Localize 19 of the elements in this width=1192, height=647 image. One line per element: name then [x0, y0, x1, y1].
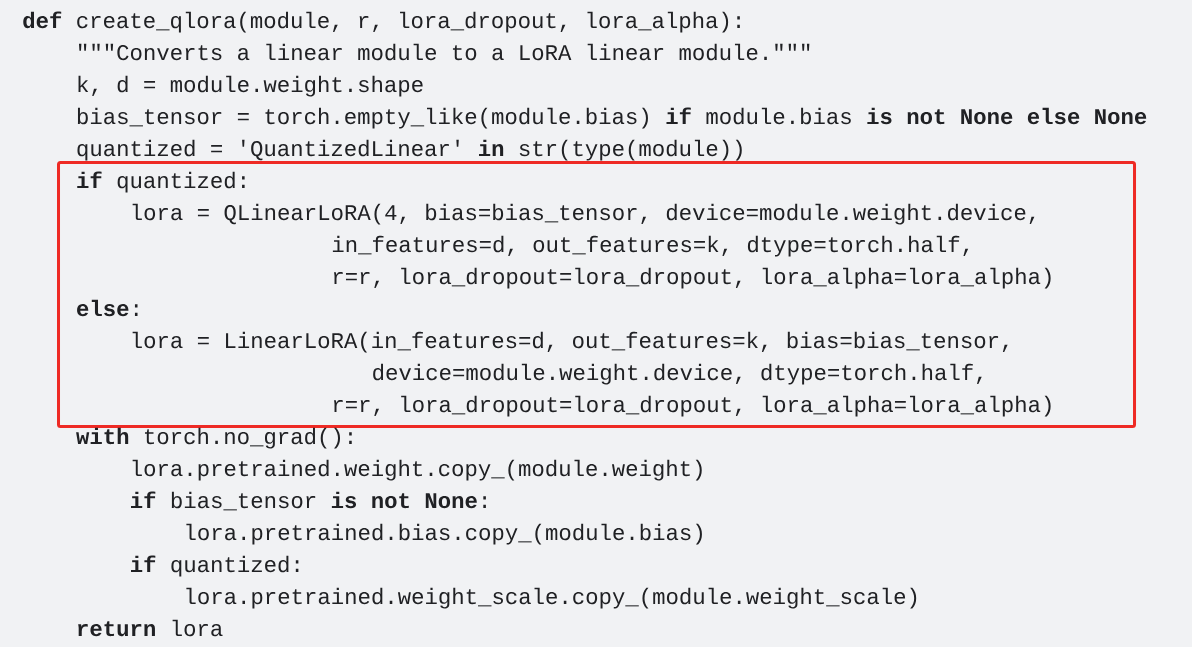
- code-line: lora = QLinearLoRA(4, bias=bias_tensor, device=module.weight.device,: [132, 203, 1035, 225]
- code-line: bias_tensor = torch.empty_like(module.bias) if module.bias is not None else None: [77, 107, 1147, 129]
- code-line: if quantized:: [131, 555, 299, 577]
- code-line: return lora: [78, 619, 223, 637]
- code-line: in_features=d, out_features=k, dtype=torch.half,: [332, 235, 969, 257]
- highlight-box: [57, 161, 1136, 428]
- code-line: """Converts a linear module to a LoRA linear module.""": [79, 43, 810, 61]
- code-line: else:: [77, 299, 138, 317]
- code-line: if quantized:: [77, 171, 245, 193]
- code-line: def create_qlora(module, r, lora_dropout, lora_alpha):: [23, 11, 740, 33]
- code-line: device=module.weight.device, dtype=torch.half,: [373, 363, 982, 385]
- code-line: lora.pretrained.bias.copy_(module.bias): [186, 523, 702, 545]
- code-line: r=r, lora_dropout=lora_dropout, lora_alpha=lora_alpha): [333, 267, 1051, 289]
- code-line: lora.pretrained.weight_scale.copy_(module.weight_scale): [186, 587, 917, 609]
- code-line: lora.pretrained.weight.copy_(module.weight): [132, 459, 702, 481]
- code-line: k, d = module.weight.shape: [78, 75, 423, 97]
- code-line: if bias_tensor is not None:: [131, 491, 486, 511]
- code-line: r=r, lora_dropout=lora_dropout, lora_alpha=lora_alpha): [333, 395, 1051, 417]
- code-line: lora = LinearLoRA(in_features=d, out_features=k, bias=bias_tensor,: [132, 331, 1008, 353]
